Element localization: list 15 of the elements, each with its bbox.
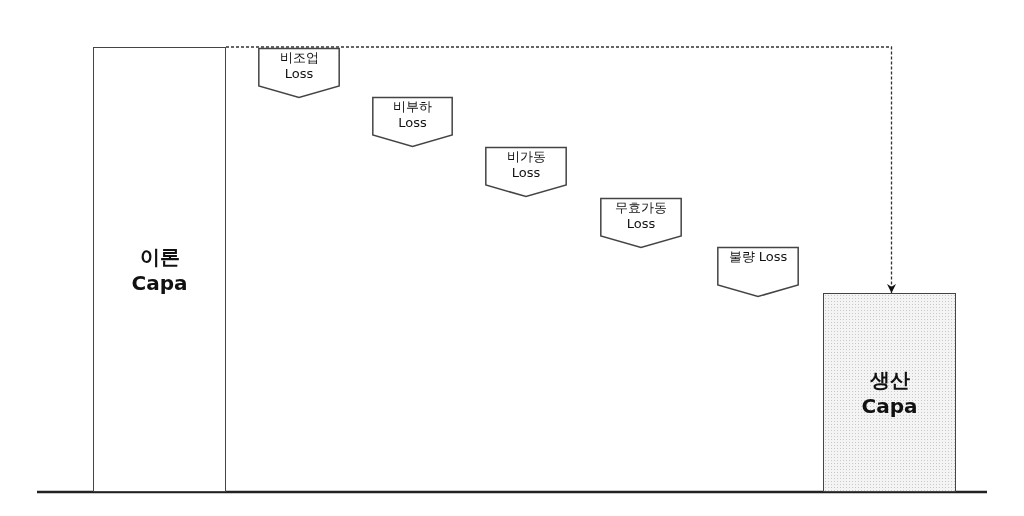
tag-label: 무효가동 Loss	[614, 200, 668, 232]
pentagon-tag	[372, 97, 453, 147]
pentagon-tag	[485, 147, 567, 197]
bar-label: 생산 Capa	[860, 366, 919, 419]
tag-label: 불량 Loss	[727, 249, 789, 265]
bar-label: 이론 Capa	[130, 243, 189, 296]
capacity-bar	[823, 293, 956, 492]
tag-label: 비부하 Loss	[392, 99, 433, 131]
arrow	[225, 46, 896, 294]
tag-label: 비가동 Loss	[505, 149, 547, 181]
pentagon-tag	[258, 48, 340, 98]
capacity-bar	[93, 47, 226, 492]
pentagon-tag	[600, 198, 682, 248]
pentagon-tag	[717, 247, 799, 297]
tag-label: 비조업 Loss	[278, 50, 320, 82]
